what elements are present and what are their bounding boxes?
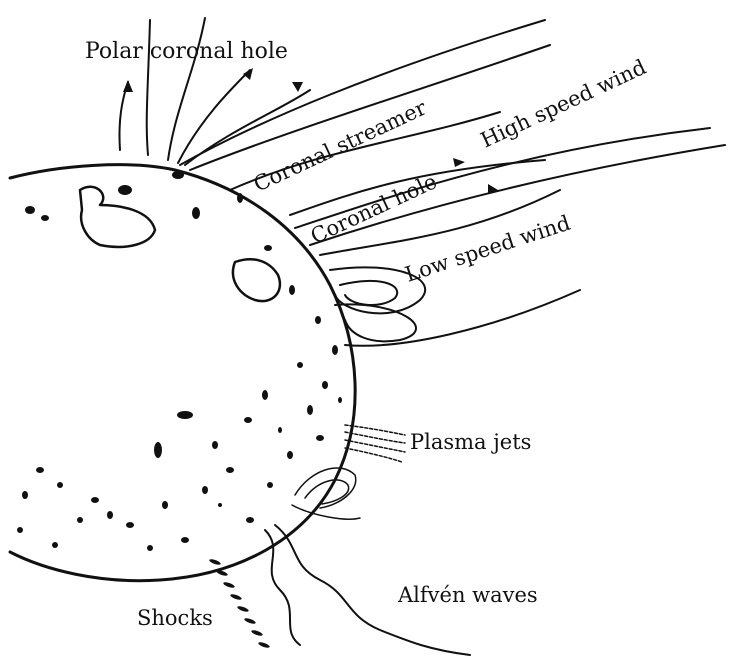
- shocks: [209, 558, 271, 649]
- label-shocks: Shocks: [137, 606, 213, 630]
- label-polar-coronal-hole: Polar coronal hole: [85, 39, 288, 64]
- plasma-jets: [345, 425, 405, 462]
- label-high-speed-wind: High speed wind: [477, 55, 650, 153]
- label-plasma-jets: Plasma jets: [410, 430, 531, 454]
- sun-limb: [10, 165, 355, 581]
- sunspots: [17, 171, 342, 551]
- label-low-speed-wind: Low speed wind: [402, 211, 573, 287]
- streamer-arrowheads: [292, 82, 498, 194]
- label-alfven-waves: Alfvén waves: [397, 583, 538, 607]
